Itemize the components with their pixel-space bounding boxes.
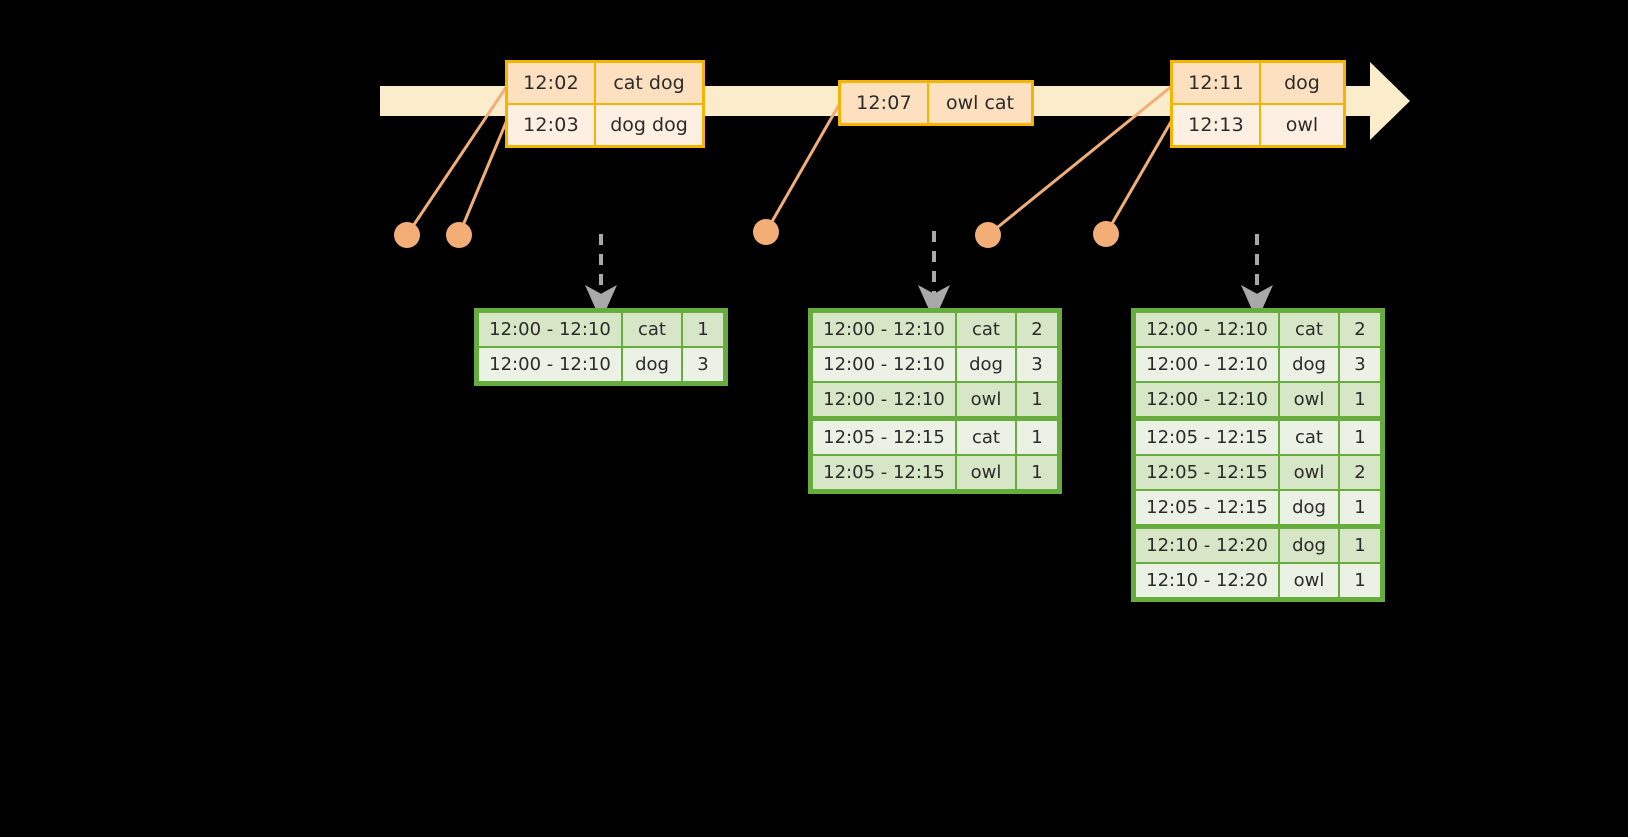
cell-word: cat (1280, 421, 1338, 454)
cell-window: 12:00 - 12:10 (813, 313, 955, 346)
cell-word: owl (957, 456, 1015, 489)
event-row[interactable]: 12:13 owl (1173, 103, 1343, 145)
cell-window: 12:00 - 12:10 (1136, 313, 1278, 346)
cell-count: 1 (1017, 421, 1057, 454)
cell-count: 1 (1340, 421, 1380, 454)
cell-count: 3 (1340, 348, 1380, 381)
cell-window: 12:05 - 12:15 (813, 421, 955, 454)
event-dot-5 (1093, 221, 1119, 247)
connector-line-5 (1104, 119, 1174, 235)
event-dot-3 (753, 219, 779, 245)
event-row[interactable]: 12:11 dog (1173, 63, 1343, 103)
event-time: 12:13 (1173, 105, 1261, 145)
event-row[interactable]: 12:03 dog dog (508, 103, 702, 145)
connector-line-3 (764, 102, 842, 233)
cell-word: dog (1280, 348, 1338, 381)
cell-count: 1 (1340, 383, 1380, 416)
event-row[interactable]: 12:02 cat dog (508, 63, 702, 103)
cell-window: 12:00 - 12:10 (479, 348, 621, 381)
event-words: owl cat (945, 92, 1015, 114)
cell-word: owl (957, 383, 1015, 416)
cell-count: 3 (683, 348, 723, 381)
event-group-2[interactable]: 12:07 owl cat (838, 80, 1034, 126)
cell-word: cat (957, 421, 1015, 454)
cell-window: 12:00 - 12:10 (479, 313, 621, 346)
cell-count: 3 (1017, 348, 1057, 381)
cell-window: 12:10 - 12:20 (1136, 564, 1278, 597)
cell-window: 12:05 - 12:15 (1136, 456, 1278, 489)
event-dot-2 (446, 222, 472, 248)
dashed-arrows (585, 231, 1273, 321)
event-group-3[interactable]: 12:11 dog 12:13 owl (1170, 60, 1346, 148)
connector-line-4 (987, 84, 1173, 237)
event-dots (394, 219, 1119, 248)
cell-window: 12:05 - 12:15 (1136, 421, 1278, 454)
cell-window: 12:00 - 12:10 (813, 383, 955, 416)
cell-word: dog (1280, 529, 1338, 562)
cell-window: 12:10 - 12:20 (1136, 529, 1278, 562)
cell-count: 1 (1340, 491, 1380, 524)
event-time: 12:07 (841, 83, 929, 123)
event-words: owl (1285, 114, 1319, 136)
cell-count: 1 (1017, 456, 1057, 489)
cell-word: cat (1280, 313, 1338, 346)
event-dot-4 (975, 222, 1001, 248)
cell-count: 1 (1017, 383, 1057, 416)
event-row[interactable]: 12:07 owl cat (841, 83, 1031, 123)
event-time: 12:02 (508, 63, 596, 103)
cell-word: owl (1280, 564, 1338, 597)
cell-word: owl (1280, 383, 1338, 416)
cell-window: 12:05 - 12:15 (813, 456, 955, 489)
cell-window: 12:05 - 12:15 (1136, 491, 1278, 524)
cell-count: 1 (1340, 564, 1380, 597)
connector-line-2 (457, 119, 509, 236)
event-dot-1 (394, 222, 420, 248)
cell-word: cat (623, 313, 681, 346)
cell-window: 12:00 - 12:10 (1136, 383, 1278, 416)
event-words: dog dog (610, 114, 688, 136)
event-group-1[interactable]: 12:02 cat dog 12:03 dog dog (505, 60, 705, 148)
cell-count: 2 (1017, 313, 1057, 346)
cell-count: 2 (1340, 456, 1380, 489)
cell-word: dog (1280, 491, 1338, 524)
connector-lines (405, 84, 1174, 237)
cell-word: dog (957, 348, 1015, 381)
event-time: 12:11 (1173, 63, 1261, 103)
event-words: dog (1284, 72, 1320, 94)
event-time: 12:03 (508, 105, 596, 145)
cell-word: owl (1280, 456, 1338, 489)
cell-count: 1 (1340, 529, 1380, 562)
connector-line-1 (405, 85, 509, 236)
cell-window: 12:00 - 12:10 (813, 348, 955, 381)
cell-window: 12:00 - 12:10 (1136, 348, 1278, 381)
cell-word: dog (623, 348, 681, 381)
event-words: cat dog (613, 72, 685, 94)
cell-count: 1 (683, 313, 723, 346)
cell-word: cat (957, 313, 1015, 346)
cell-count: 2 (1340, 313, 1380, 346)
